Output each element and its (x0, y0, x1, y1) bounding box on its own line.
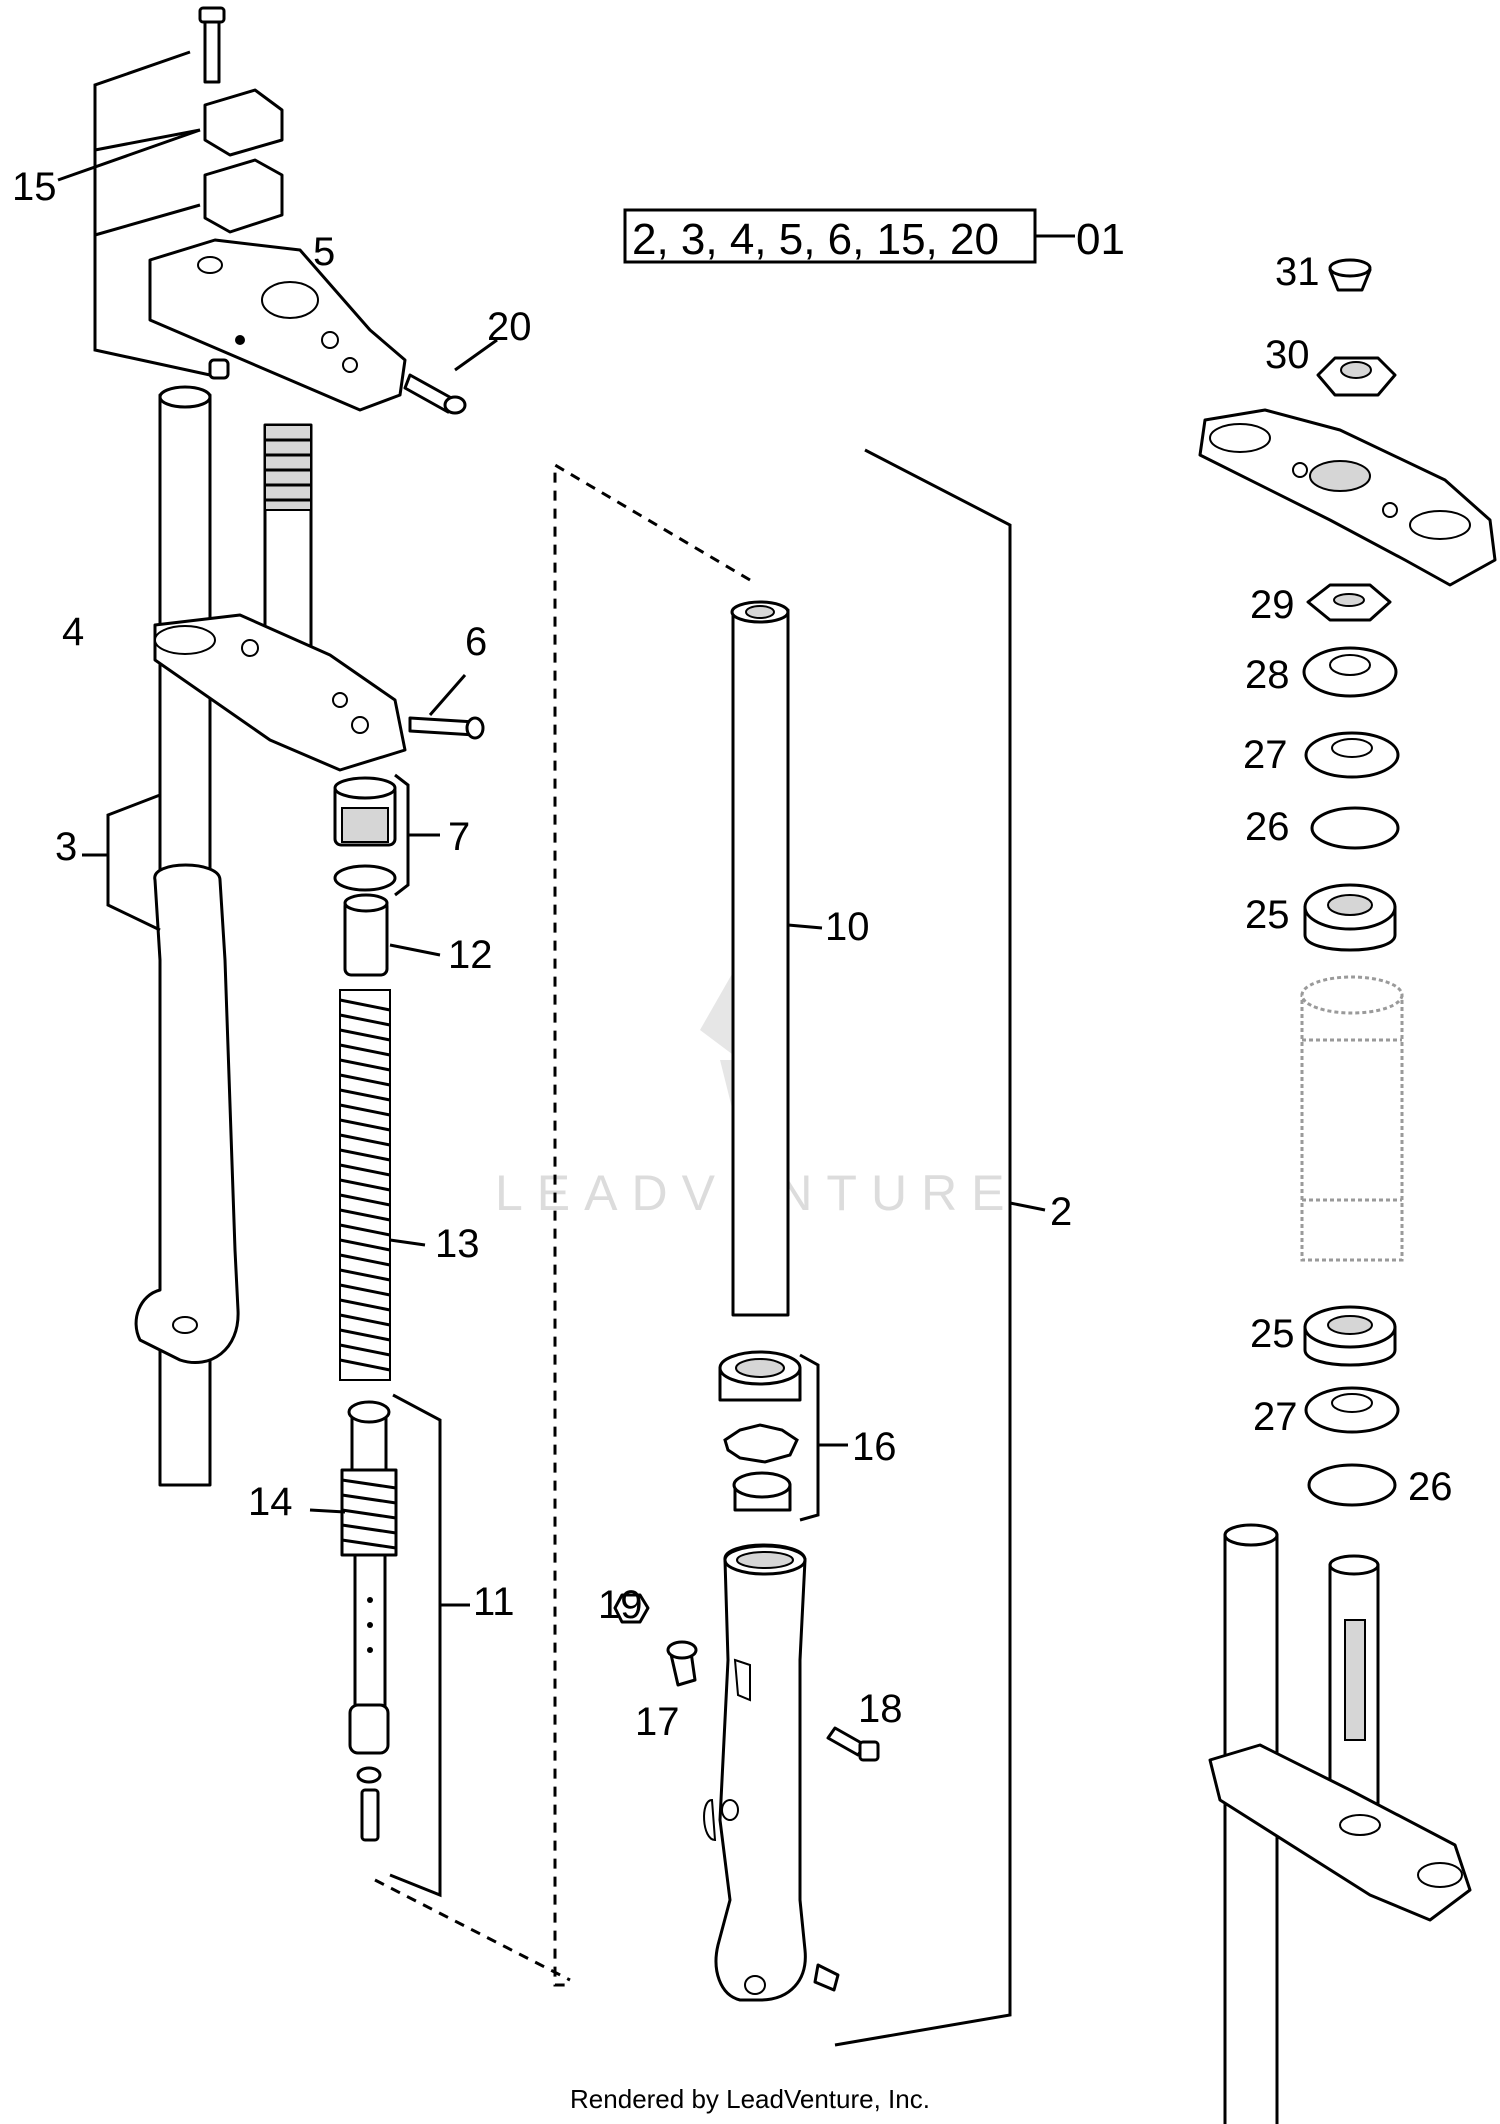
steering-stem-assembly (1198, 258, 1497, 2124)
leader-15 (57, 128, 201, 182)
seal-kit-16 (718, 1350, 802, 1512)
footer-credit: Rendered by LeadVenture, Inc. (570, 2084, 930, 2114)
callout-labels: 2 3 4 5 6 7 10 11 12 13 14 15 16 17 18 1… (12, 165, 1453, 1744)
o-ring-26a (1310, 806, 1400, 850)
bracket-3 (106, 793, 161, 932)
callout-17: 17 (635, 1700, 680, 1744)
callout-26a: 26 (1245, 805, 1290, 849)
callout-11: 11 (473, 1580, 515, 1624)
fork-slider-3 (134, 863, 240, 1365)
bolt-6 (408, 716, 477, 737)
bracket-11 (389, 1393, 442, 1898)
tube-threads (265, 438, 311, 502)
bracket-15 (93, 50, 211, 377)
nut-15 (208, 358, 230, 380)
o-ring-26b (1307, 1463, 1397, 1507)
handlebar-clamp-lower (203, 158, 284, 234)
lower-triple-clamp-4 (153, 613, 407, 772)
dashed-group-outline (553, 462, 751, 1987)
outer-slider (714, 1543, 807, 2002)
top-bridge (1198, 408, 1497, 587)
callout-13: 13 (435, 1222, 480, 1266)
callout-2: 2 (1050, 1190, 1072, 1234)
callout-25b: 25 (1250, 1312, 1295, 1356)
callout-27a: 27 (1243, 733, 1288, 777)
callout-14: 14 (248, 1480, 293, 1524)
callout-25a: 25 (1245, 893, 1290, 937)
callout-29: 29 (1250, 583, 1295, 627)
drain-bolt (813, 1963, 840, 1992)
left-fork-assembly (57, 6, 571, 1982)
callout-3: 3 (55, 825, 77, 869)
callout-10: 10 (825, 905, 870, 949)
bracket-2 (834, 448, 1012, 2047)
kit-box-suffix: 01 (1076, 215, 1125, 264)
center-fork-leg: 2, 3, 4, 5, 6, 15, 20 01 (553, 208, 1125, 2047)
handlebar-clamp-upper (203, 88, 284, 157)
callout-28: 28 (1245, 653, 1290, 697)
callout-5: 5 (313, 230, 335, 274)
bracket-16 (799, 1353, 820, 1522)
callout-20: 20 (487, 305, 532, 349)
callout-27b: 27 (1253, 1395, 1298, 1439)
callout-4: 4 (62, 610, 84, 654)
damper-rod-14 (340, 1400, 398, 1842)
head-tube-reference (1300, 975, 1404, 1262)
kit-box (623, 208, 1037, 264)
bolt-18 (826, 1726, 867, 1757)
callout-30: 30 (1265, 333, 1310, 377)
lower-bridge (1208, 1743, 1472, 1922)
nut-19 (613, 1593, 650, 1624)
callout-31: 31 (1275, 250, 1320, 294)
callout-15: 15 (12, 165, 57, 209)
callout-26b: 26 (1408, 1465, 1453, 1509)
o-ring-7 (333, 864, 397, 892)
callout-19: 19 (598, 1583, 643, 1627)
inner-tube-10 (731, 608, 790, 1317)
callout-6: 6 (465, 620, 487, 664)
callout-12: 12 (448, 933, 493, 977)
upper-triple-clamp-5 (148, 238, 407, 412)
kit-box-label: 2, 3, 4, 5, 6, 15, 20 (632, 215, 999, 264)
fork-spring-13 (339, 989, 391, 1381)
callout-7: 7 (448, 815, 470, 859)
callout-18: 18 (858, 1687, 903, 1731)
circlip-16 (723, 1423, 799, 1464)
bracket-7 (394, 773, 410, 897)
callout-16: 16 (852, 1425, 897, 1469)
